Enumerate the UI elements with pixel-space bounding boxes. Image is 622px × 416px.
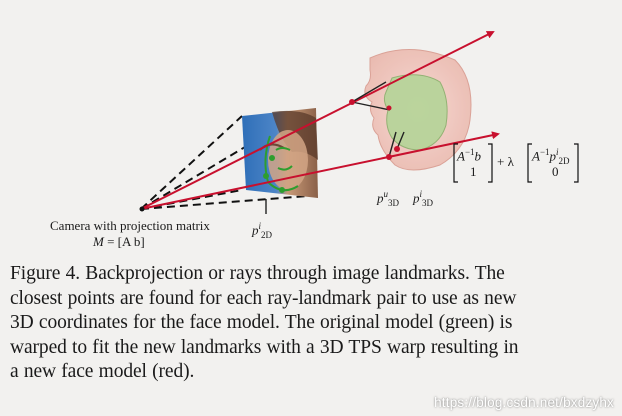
caption-line: Figure 4. Backprojection or rays through… [10,263,505,284]
equation-plus-lambda: + λ [497,154,514,169]
ray-equation-brackets [453,143,579,183]
equation-vec2-top: A−1pi2D [532,147,570,166]
equation-vec1-bottom: 1 [470,164,477,179]
projection-matrix-label: M = [A b] [93,234,145,249]
caption-line: warped to fit the new landmarks with a 3… [10,336,519,358]
camera-label: Camera with projection matrix [50,218,210,233]
p2d-label: pi2D [252,221,273,240]
landmark-points [139,99,400,212]
caption-line: a new face model (red). [10,361,195,382]
caption-line: closest points are found for each ray-la… [10,287,517,309]
matrix-lhs: M [93,234,104,249]
closest-point-links [265,81,405,214]
matrix-rhs: = [A b] [107,234,145,249]
watermark: https://blog.csdn.net/bxdzyhx [434,395,614,410]
p3d-u-label: pu3D [377,189,399,208]
equation-vec1-top: A−1b [457,147,482,164]
figure-caption: Figure 4. Backprojection or rays through… [10,262,616,385]
projection-rays [140,31,500,210]
camera-label-text: Camera with projection matrix [50,218,210,233]
figure-diagram [139,31,500,214]
equation-vec2-bottom: 0 [552,164,559,179]
p3d-i-label: pi3D [413,189,434,208]
caption-line: 3D coordinates for the face model. The o… [10,312,513,333]
